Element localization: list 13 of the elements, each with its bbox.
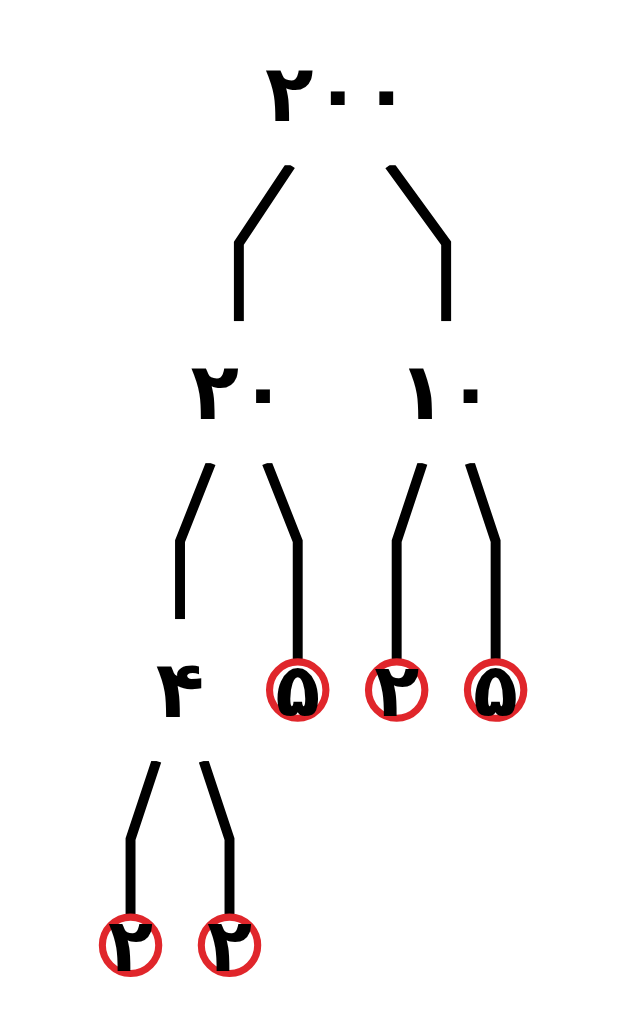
- node-circle: ۲: [197, 913, 262, 978]
- node-circle: ۵: [463, 658, 528, 722]
- node-circle: ۲: [364, 658, 429, 722]
- connector: [174, 461, 216, 620]
- node-circle: ۵: [265, 658, 330, 722]
- connector: [464, 461, 501, 662]
- node-circle: ۲: [98, 913, 163, 978]
- connector: [262, 461, 303, 662]
- node-text: ۲۰۰: [264, 47, 411, 140]
- connector: [391, 461, 428, 662]
- node-text: ۲۰: [190, 345, 288, 438]
- node-text: ۴: [155, 643, 205, 736]
- node-text: ۱۰: [397, 345, 495, 438]
